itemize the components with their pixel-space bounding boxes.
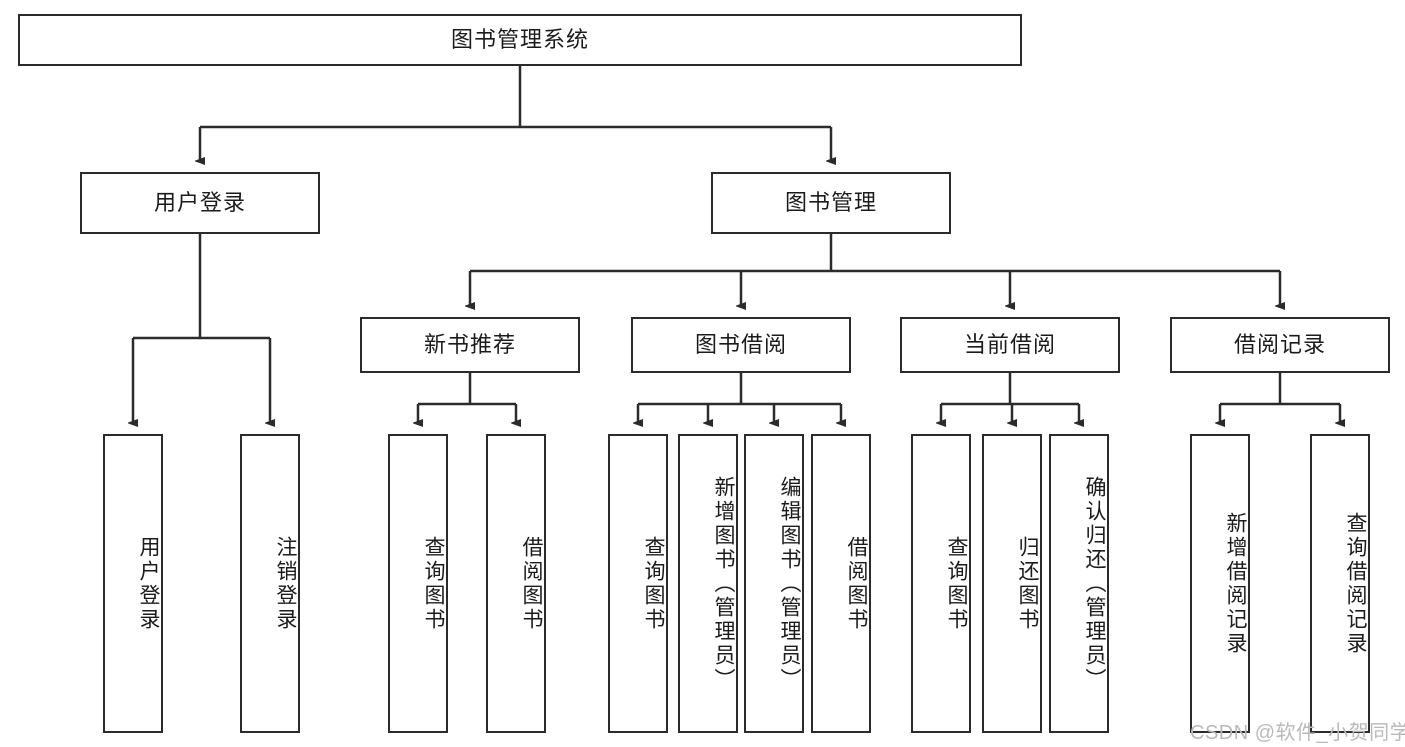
leaf-lr-add-record[interactable]: 新增借阅记录 [1190,434,1250,733]
node-loan-record-label: 借阅记录 [1233,331,1326,357]
node-user-login-label: 用户登录 [153,189,246,215]
leaf-nbr-query-book-label: 查询图书 [422,535,445,632]
leaf-nbr-borrow-book-label: 借阅图书 [520,535,543,632]
node-new-book-recommend[interactable]: 新书推荐 [360,317,580,373]
leaf-user-logout[interactable]: 注销登录 [240,434,300,733]
node-loan-record[interactable]: 借阅记录 [1170,317,1390,373]
node-book-borrow-label: 图书借阅 [694,331,787,357]
leaf-user-login-label: 用户登录 [137,535,160,632]
node-root[interactable]: 图书管理系统 [18,14,1022,66]
leaf-cl-return-book[interactable]: 归还图书 [982,434,1042,733]
leaf-bb-query-book[interactable]: 查询图书 [608,434,668,733]
leaf-lr-query-record[interactable]: 查询借阅记录 [1310,434,1370,733]
leaf-bb-borrow-book[interactable]: 借阅图书 [811,434,871,733]
leaf-bb-add-book[interactable]: 新增图书（管理员） [678,434,738,733]
leaf-cl-return-book-label: 归还图书 [1016,535,1039,632]
leaf-bb-edit-book-label: 编辑图书（管理员） [778,475,801,692]
leaf-bb-add-book-label: 新增图书（管理员） [712,475,735,692]
leaf-bb-edit-book[interactable]: 编辑图书（管理员） [744,434,804,733]
leaf-user-logout-label: 注销登录 [274,535,297,632]
leaf-cl-query-book[interactable]: 查询图书 [911,434,971,733]
node-new-book-recommend-label: 新书推荐 [423,331,516,357]
leaf-lr-add-record-label: 新增借阅记录 [1224,511,1247,656]
leaf-cl-confirm-return[interactable]: 确认归还（管理员） [1049,434,1109,733]
csdn-watermark: CSDN @软件_小贺同学 [1190,722,1405,744]
node-user-login[interactable]: 用户登录 [80,172,320,234]
node-root-label: 图书管理系统 [450,26,589,52]
node-book-manage-label: 图书管理 [784,189,877,215]
leaf-nbr-query-book[interactable]: 查询图书 [388,434,448,733]
leaf-cl-confirm-return-label: 确认归还（管理员） [1083,475,1106,692]
leaf-user-login[interactable]: 用户登录 [103,434,163,733]
node-book-manage[interactable]: 图书管理 [711,172,951,234]
leaf-lr-query-record-label: 查询借阅记录 [1344,511,1367,656]
leaf-bb-borrow-book-label: 借阅图书 [845,535,868,632]
leaf-cl-query-book-label: 查询图书 [945,535,968,632]
node-current-loan[interactable]: 当前借阅 [900,317,1120,373]
leaf-bb-query-book-label: 查询图书 [642,535,665,632]
leaf-nbr-borrow-book[interactable]: 借阅图书 [486,434,546,733]
node-current-loan-label: 当前借阅 [963,331,1056,357]
node-book-borrow[interactable]: 图书借阅 [631,317,851,373]
